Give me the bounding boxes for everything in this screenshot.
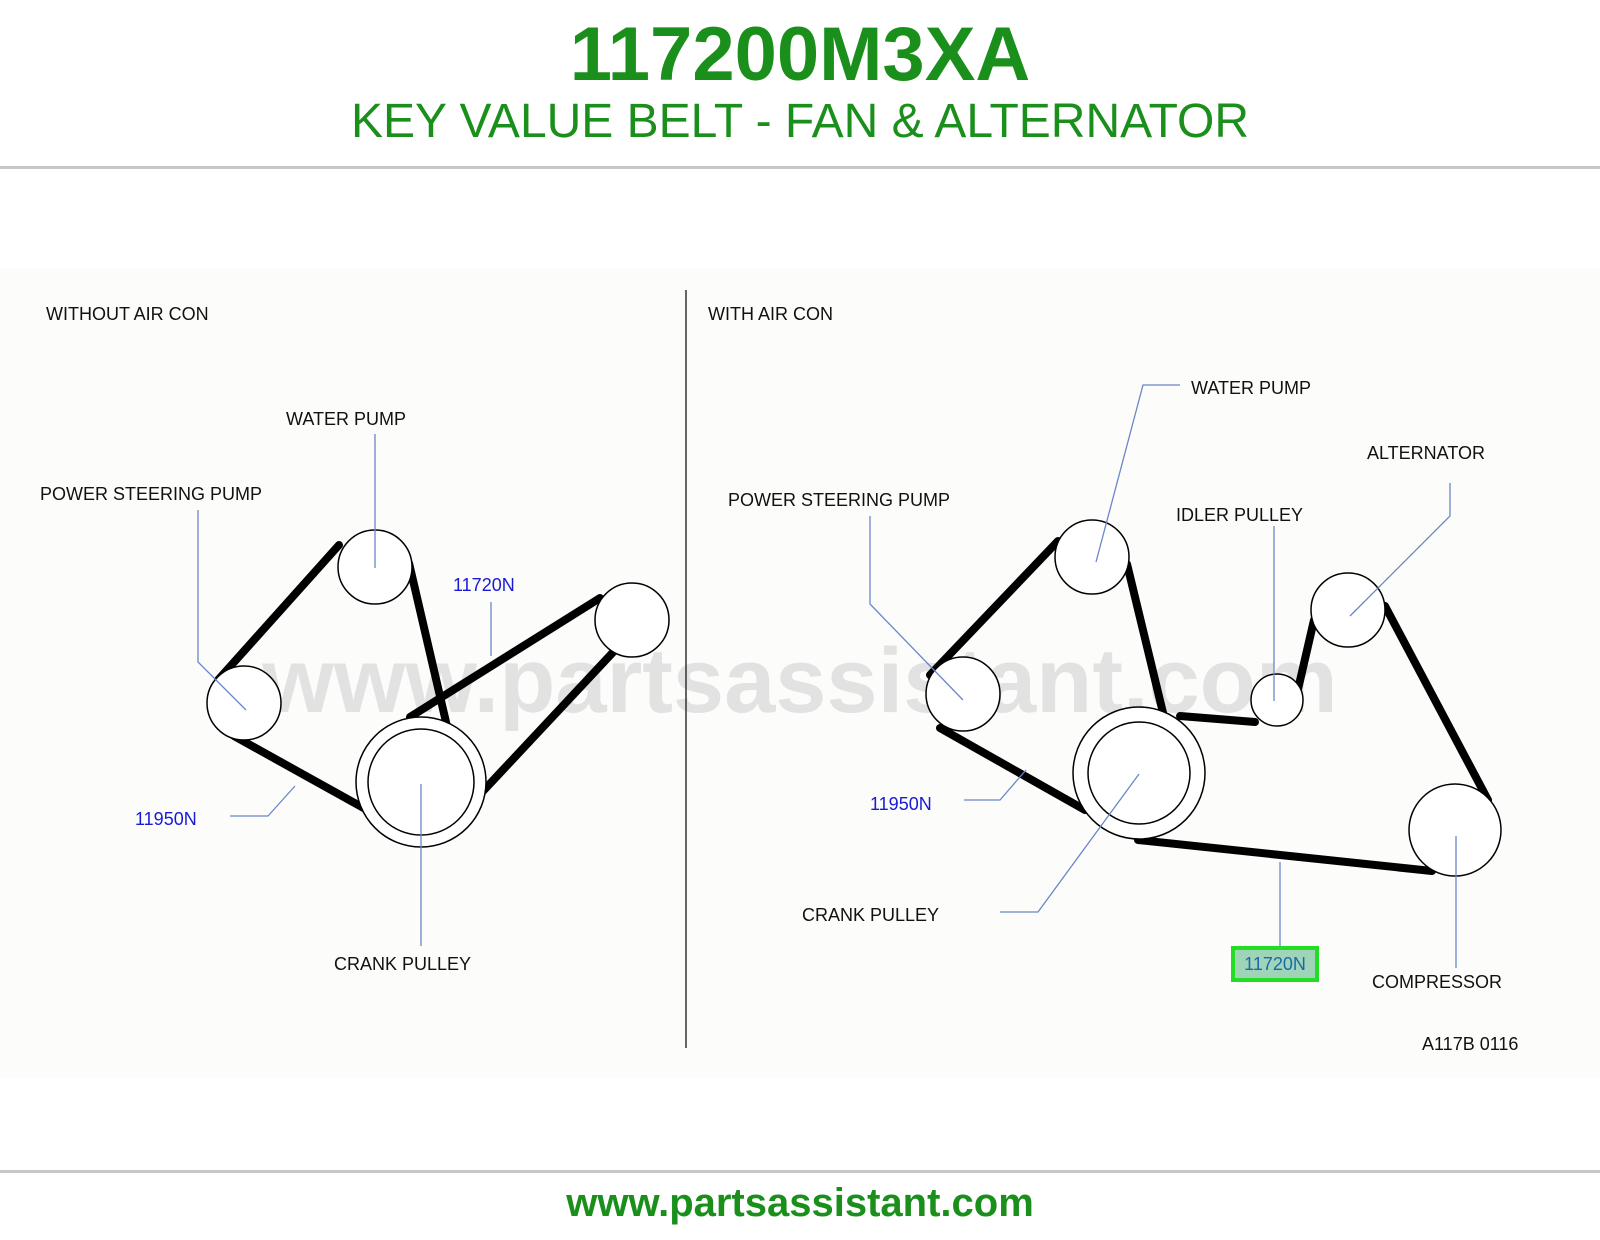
right-crank-pulley-inner	[1087, 721, 1191, 825]
right-compressor-label: COMPRESSOR	[1372, 972, 1502, 992]
left-crank-pulley-label: CRANK PULLEY	[334, 954, 471, 974]
right-belt-segment	[926, 537, 1062, 679]
right-belt-segment	[1381, 602, 1492, 804]
left-power-steering-leader	[197, 510, 247, 711]
figure-code: A117B 0116	[1422, 1034, 1518, 1054]
left-belt-segment	[230, 732, 382, 820]
part-number: 117200M3XA	[569, 12, 1031, 97]
left-panel: WITHOUT AIR CON WATER PUMP POWER STEERIN…	[40, 304, 670, 974]
header-divider	[0, 166, 1600, 169]
left-11950n-leader	[230, 785, 296, 817]
footer-url[interactable]: www.partsassistant.com	[566, 1181, 1034, 1225]
left-power-steering-pump-label: POWER STEERING PUMP	[40, 484, 262, 504]
highlighted-callout-box[interactable]	[1231, 946, 1319, 982]
right-power-steering-pulley	[925, 656, 1001, 732]
right-alternator-pulley	[1310, 572, 1386, 648]
right-alternator-label: ALTERNATOR	[1367, 443, 1485, 463]
belt-diagram: www.partsassistant.com	[0, 268, 1600, 1078]
footer-divider	[0, 1170, 1600, 1173]
page-header: 117200M3XA KEY VALUE BELT - FAN & ALTERN…	[0, 0, 1600, 170]
right-water-pump-pulley	[1054, 519, 1130, 595]
right-11950n-leader	[964, 769, 1027, 801]
right-panel-title: WITH AIR CON	[708, 304, 833, 324]
right-belt-11950n-callout[interactable]: 11950N	[870, 794, 932, 814]
left-belt-segment	[466, 644, 621, 809]
right-belt-segment	[1134, 836, 1436, 875]
left-idler-pulley	[594, 582, 670, 658]
left-belt-11720n-callout[interactable]: 11720N	[453, 575, 515, 595]
right-power-steering-pump-label: POWER STEERING PUMP	[728, 490, 950, 510]
right-alternator-leader	[1349, 483, 1451, 617]
left-panel-title: WITHOUT AIR CON	[46, 304, 209, 324]
right-belt-segment	[1176, 712, 1259, 726]
left-belt-segment	[214, 541, 343, 684]
left-belt-segment	[406, 594, 604, 721]
right-water-pump-label: WATER PUMP	[1191, 378, 1311, 398]
right-idler-pulley-label: IDLER PULLEY	[1176, 505, 1303, 525]
right-crank-pulley-leader	[1000, 773, 1140, 913]
right-idler-pulley	[1250, 673, 1304, 727]
belt-diagram-svg: www.partsassistant.com	[40, 290, 1518, 1054]
right-power-steering-leader	[869, 516, 964, 701]
right-belt-11720n-callout[interactable]: 11720N	[1244, 954, 1306, 974]
left-water-pump-label: WATER PUMP	[286, 409, 406, 429]
part-description: KEY VALUE BELT - FAN & ALTERNATOR	[350, 95, 1250, 148]
right-compressor-pulley	[1408, 783, 1502, 877]
right-crank-pulley-label: CRANK PULLEY	[802, 905, 939, 925]
right-panel: WITH AIR CON WATER PUMP ALTERNATOR IDLER…	[708, 304, 1518, 1054]
left-power-steering-pulley	[206, 665, 282, 741]
right-crank-pulley-outer	[1072, 706, 1206, 840]
right-water-pump-leader	[1095, 384, 1180, 563]
left-belt-11950n-callout[interactable]: 11950N	[135, 809, 197, 829]
right-belt-segment	[936, 724, 1089, 814]
